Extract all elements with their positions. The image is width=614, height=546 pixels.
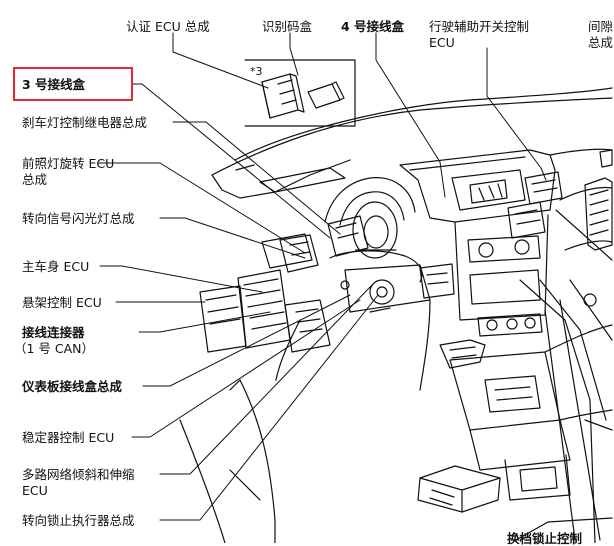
cable-drop [519,279,607,543]
label-headlamp-swivel-assy: 总成 [22,172,48,187]
label-star-mark: *3 [250,65,263,78]
label-suspension-ecu: 悬架控制 ECU [22,295,102,310]
label-junction-connector: 接线连接器 [22,325,85,340]
label-certification-ecu: 认证 ECU 总成 [126,19,210,34]
label-steering-lock-actuator: 转向锁止执行器总成 [22,513,135,528]
label-driving-support-switch: 行驶辅助开关控制 [429,19,530,34]
bottom-module [417,465,501,513]
label-instrument-panel-jb: 仪表板接线盒总成 [22,379,123,394]
label-junction-connector-can: （1 号 CAN） [14,341,95,356]
label-driving-support-switch-ecu: ECU [429,35,455,50]
label-junction-box-4: 4 号接线盒 [341,19,405,34]
label-multiplex-tilt: 多路网络倾斜和伸缩 [22,467,135,482]
left-modules [199,233,313,353]
label-id-code-box: 识别码盒 [262,19,313,34]
label-multiplex-tilt-ecu: ECU [22,483,48,498]
label-stop-lamp-relay: 刹车灯控制继电器总成 [22,115,148,130]
right-upper-modules [507,149,613,239]
label-gap-top: 间隙 [588,19,614,34]
label-main-body-ecu: 主车身 ECU [22,259,90,274]
label-stabilizer-ecu: 稳定器控制 ECU [22,430,115,445]
highlight-box-jb3 [13,67,133,101]
label-gap-bottom: 总成 [588,35,614,50]
label-turn-flasher: 转向信号闪光灯总成 [22,211,135,226]
dashboard-outline [179,87,613,543]
label-junction-box-3: 3 号接线盒 [22,77,86,92]
inset-box [244,59,356,127]
label-shift-lock-control: 换档锁止控制 [507,531,583,546]
label-headlamp-swivel-ecu: 前照灯旋转 ECU [22,156,115,171]
